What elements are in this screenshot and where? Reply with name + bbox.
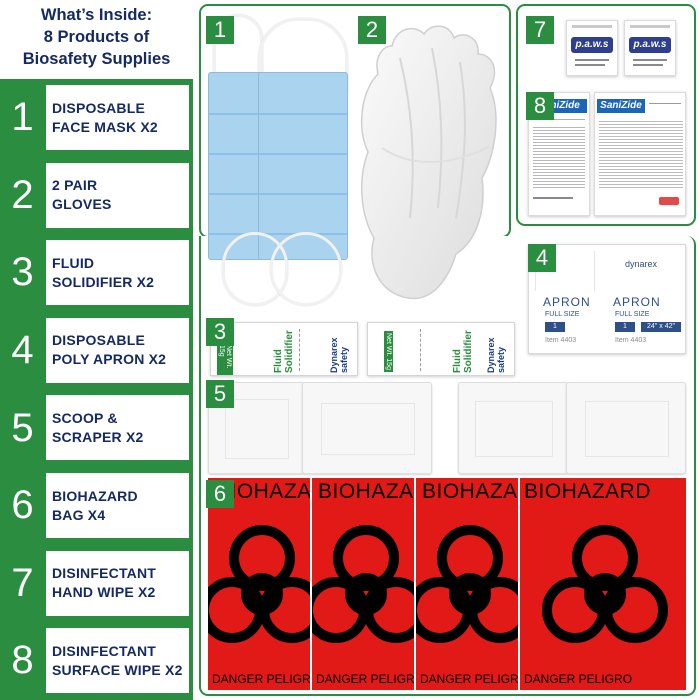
- badge-8: 8: [526, 92, 554, 120]
- badge-1: 1: [206, 16, 234, 44]
- badge-7: 7: [526, 16, 554, 44]
- hand-wipe-logo: p.a.w.s: [629, 37, 671, 53]
- apron-count: 1: [545, 322, 565, 332]
- apron-item: Item 4403: [545, 337, 577, 344]
- surface-wipe-packet: SaniZide: [594, 92, 686, 216]
- fluid-solidifier-packet: Net Wt. 15g Fluid Solidifier Dynarex saf…: [367, 322, 515, 376]
- badge-3: 3: [206, 318, 234, 346]
- bag-footer: DANGER PELIGRO: [316, 672, 414, 686]
- badge-6: 6: [206, 480, 234, 508]
- bag-header: BIOHAZARD: [422, 480, 518, 503]
- apron-item: Item 4403: [615, 337, 647, 344]
- apron-label: APRON: [613, 295, 661, 309]
- item-number: 7: [11, 560, 34, 605]
- surface-wipe-logo: SaniZide: [597, 99, 645, 113]
- biohazard-symbol-icon: [208, 525, 310, 643]
- biohazard-bag: BIOHAZARD DANGER PELIGRO: [416, 478, 518, 690]
- apron-size: FULL SIZE: [615, 311, 650, 318]
- apron-brand: dynarex: [625, 259, 658, 269]
- item-number: 2: [11, 172, 34, 217]
- packet-product-name: Fluid Solidifier: [273, 330, 295, 373]
- badge-2: 2: [358, 16, 386, 44]
- badge-5: 5: [206, 380, 234, 408]
- item-number: 6: [11, 483, 34, 528]
- packet-brand: Dynarex safety: [486, 337, 506, 373]
- packet-brand: Dynarex safety: [329, 337, 349, 373]
- hand-wipe-packet: p.a.w.s: [624, 20, 676, 76]
- apron-label: APRON: [543, 295, 591, 309]
- bag-footer: DANGER PELIGRO: [524, 672, 633, 686]
- fluid-solidifier-packet: Net Wt. 15g Fluid Solidifier Dynarex saf…: [210, 322, 358, 376]
- panel-title: What’s Inside: 8 Products of Biosafety S…: [0, 4, 193, 70]
- bag-footer: DANGER PELIGRO: [420, 672, 518, 686]
- title-line-1: What’s Inside:: [40, 6, 153, 24]
- badge-4: 4: [528, 244, 556, 272]
- apron-size: FULL SIZE: [545, 311, 580, 318]
- scraper-image: [566, 382, 686, 474]
- list-item: 5 SCOOP &SCRAPER X2: [0, 389, 193, 467]
- item-number: 8: [11, 638, 34, 683]
- title-line-3: Biosafety Supplies: [22, 50, 171, 68]
- biohazard-symbol-icon: [416, 525, 518, 643]
- apron-dims: 24" x 42": [641, 322, 681, 332]
- ear-loop: [270, 232, 342, 306]
- scoop-image: [458, 382, 568, 474]
- bag-footer: DANGER PELIGRO: [212, 672, 310, 686]
- biohazard-bag: BIOHAZARD DANGER PELIGRO: [312, 478, 414, 690]
- bag-header: BIOHAZARD: [524, 480, 652, 503]
- scraper-image: [302, 382, 432, 474]
- biohazard-symbol-icon: [542, 525, 668, 643]
- item-number: 1: [11, 95, 34, 140]
- bag-header: BIOHAZARD: [216, 480, 310, 503]
- face-mask-image: [258, 72, 348, 260]
- packet-product-name: Fluid Solidifier: [452, 330, 474, 373]
- apron-count: 1: [615, 322, 635, 332]
- biohazard-bag: BIOHAZARD DANGER PELIGRO: [208, 478, 310, 690]
- bag-header: BIOHAZARD: [318, 480, 414, 503]
- product-list-panel: What’s Inside: 8 Products of Biosafety S…: [0, 0, 193, 700]
- packet-weight-tag: Net Wt. 15g: [217, 343, 233, 375]
- item-number: 5: [11, 405, 34, 450]
- hand-wipe-packet: p.a.w.s: [566, 20, 618, 76]
- title-line-2: 8 Products of: [43, 28, 150, 46]
- item-label: SCOOP &SCRAPER X2: [52, 409, 144, 445]
- hand-wipe-logo: p.a.w.s: [571, 37, 613, 53]
- packet-weight-tag: Net Wt. 15g: [384, 331, 393, 372]
- item-number: 4: [11, 328, 34, 373]
- biohazard-symbol-icon: [312, 525, 414, 643]
- gloves-image: [360, 25, 497, 300]
- biohazard-bag: BIOHAZARD DANGER PELIGRO: [520, 478, 686, 690]
- item-number: 3: [11, 250, 34, 295]
